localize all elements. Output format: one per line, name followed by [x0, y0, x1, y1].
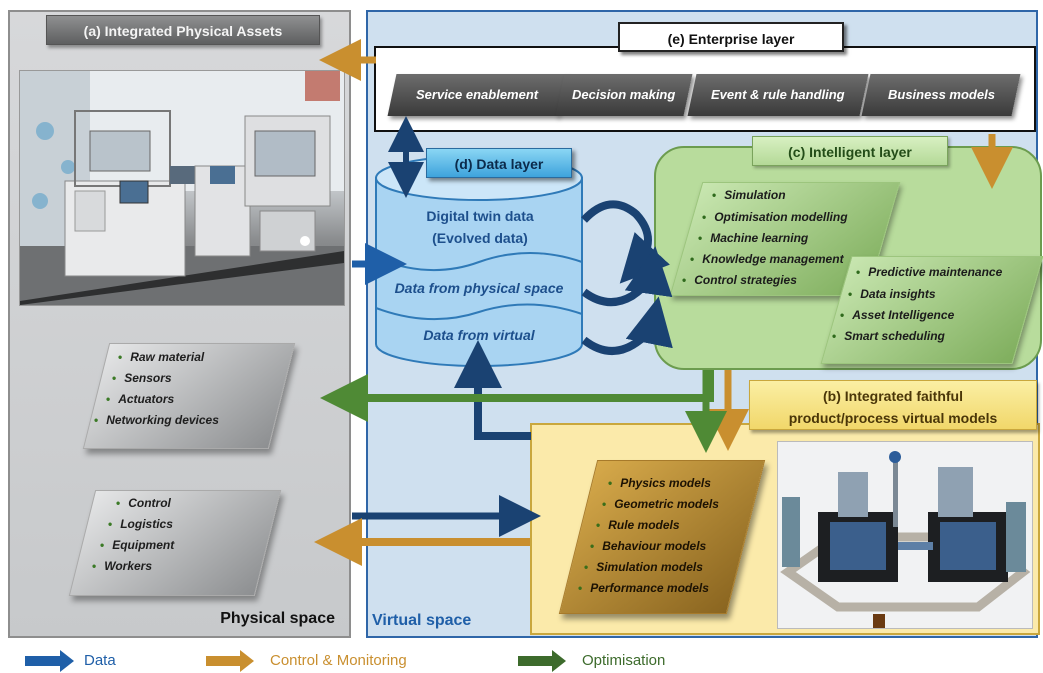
- curved-data-arrow-1: [581, 200, 670, 284]
- intel-item-control-strategies: Control strategies: [682, 273, 797, 287]
- models-to-data-arrow: [454, 340, 531, 440]
- legend-optimisation-label: Optimisation: [582, 652, 666, 669]
- intelligent-layer-title: (c) Intelligent layer: [752, 136, 948, 166]
- legend-data-label: Data: [84, 652, 116, 669]
- digital-twin-data-line2: (Evolved data): [432, 230, 528, 246]
- asset-item-networking-devices: Networking devices: [94, 413, 219, 427]
- intel-item-optimisation-modelling: Optimisation modelling: [702, 210, 847, 224]
- model-item-rule: Rule models: [596, 518, 679, 532]
- operation-item-control: Control: [116, 496, 171, 510]
- physical-data-label: Data from physical space: [394, 280, 564, 296]
- intel-item-knowledge-management: Knowledge management: [690, 252, 843, 266]
- legend-optimisation-arrow: [518, 650, 566, 672]
- intel-item-predictive-maintenance: Predictive maintenance: [856, 265, 1002, 279]
- virtual-models-title: (b) Integrated faithful product/process …: [749, 380, 1037, 430]
- operation-item-equipment: Equipment: [100, 538, 174, 552]
- virtual-model-render: [777, 441, 1033, 629]
- intel-item-machine-learning: Machine learning: [698, 231, 808, 245]
- enterprise-layer-title: (e) Enterprise layer: [618, 22, 844, 52]
- intel-item-data-insights: Data insights: [848, 287, 935, 301]
- model-item-simulation: Simulation models: [584, 560, 703, 574]
- intel-item-smart-scheduling: Smart scheduling: [832, 329, 945, 343]
- optimisation-to-assets-arrow: [320, 370, 714, 422]
- integrated-physical-assets-title: (a) Integrated Physical Assets: [46, 15, 320, 45]
- virtual-models-title-line2: product/process virtual models: [788, 410, 998, 426]
- virtual-space-label: Virtual space: [372, 612, 472, 629]
- asset-item-actuators: Actuators: [106, 392, 174, 406]
- model-item-behaviour: Behaviour models: [590, 539, 706, 553]
- model-item-performance: Performance models: [578, 581, 709, 595]
- curved-data-arrow-2: [581, 246, 673, 306]
- physical-space-label: Physical space: [220, 610, 335, 627]
- virtual-data-label: Data from virtual: [423, 327, 535, 343]
- model-item-physics: Physics models: [608, 476, 711, 490]
- digital-twin-data-label: Digital twin data (Evolved data): [384, 205, 576, 249]
- asset-item-sensors: Sensors: [112, 371, 171, 385]
- digital-twin-data-line1: Digital twin data: [426, 208, 534, 224]
- factory-illustration: [20, 71, 344, 305]
- virtual-models-title-line1: (b) Integrated faithful: [823, 388, 963, 404]
- asset-item-raw-material: Raw material: [118, 350, 204, 364]
- legend-control-label: Control & Monitoring: [270, 652, 407, 669]
- production-line-3d-illustration: [778, 442, 1032, 628]
- physical-assets-photo: [19, 70, 345, 306]
- legend-control-arrow: [206, 650, 254, 672]
- operation-item-workers: Workers: [92, 559, 152, 573]
- curved-data-arrow-3: [581, 296, 673, 355]
- data-layer-title: (d) Data layer: [426, 148, 572, 178]
- model-item-geometric: Geometric models: [602, 497, 719, 511]
- intel-item-simulation: Simulation: [712, 188, 785, 202]
- intel-item-asset-intelligence: Asset Intelligence: [840, 308, 954, 322]
- operation-item-logistics: Logistics: [108, 517, 173, 531]
- legend-data-arrow: [25, 650, 74, 672]
